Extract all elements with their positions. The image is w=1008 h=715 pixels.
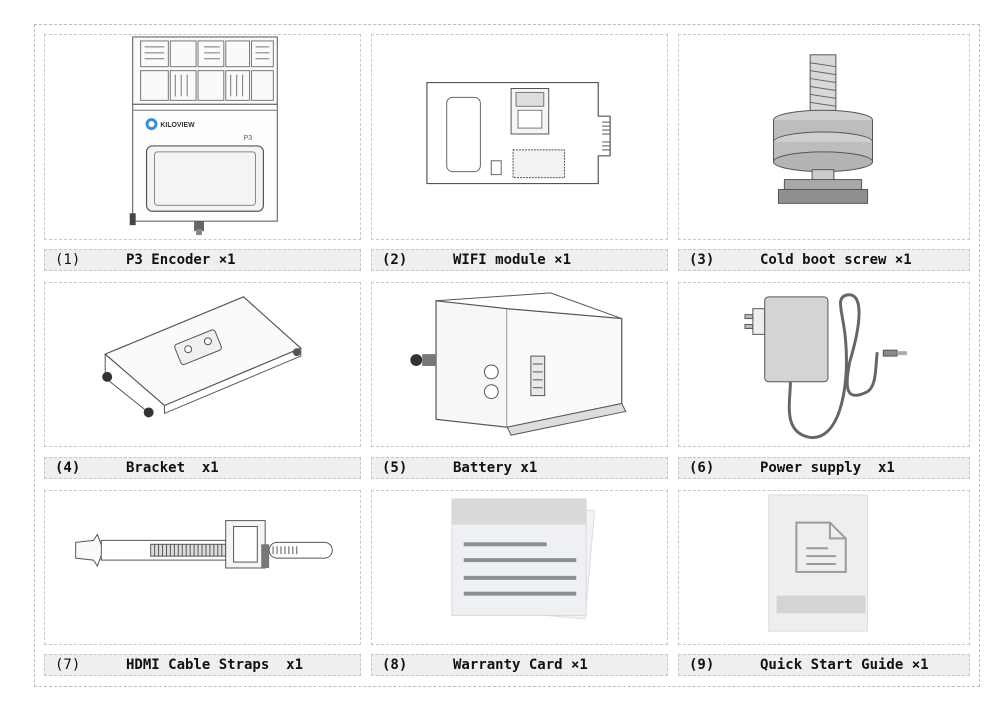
caption-power-supply: (6) Power supply x1 [678, 457, 970, 479]
hdmi-cable-straps-illustration [75, 520, 333, 569]
quick-start-guide-illustration [768, 494, 868, 632]
caption-bracket: (4) Bracket x1 [44, 457, 361, 479]
encoder-model-text: P3 [244, 135, 253, 142]
p3-encoder-illustration: KILOVIEW P3 [129, 36, 278, 236]
caption-label: Battery x1 [453, 460, 538, 476]
quick-start-guide-image [678, 490, 970, 645]
cold-boot-screw-illustration [772, 54, 874, 204]
cold-boot-screw-image [678, 34, 970, 240]
caption-number: (8) [382, 657, 408, 673]
packing-list-frame [34, 24, 980, 687]
caption-label: P3 Encoder ×1 [126, 252, 236, 268]
warranty-card-image [371, 490, 668, 645]
caption-label: Warranty Card ×1 [453, 657, 588, 673]
power-supply-image [678, 282, 970, 447]
caption-label: HDMI Cable Straps x1 [126, 657, 304, 673]
caption-label: Quick Start Guide ×1 [760, 657, 929, 673]
caption-wifi-module: (2) WIFI module ×1 [371, 249, 668, 271]
p3-encoder-image: KILOVIEW P3 [44, 34, 361, 240]
battery-illustration [410, 292, 627, 436]
caption-label: Bracket x1 [126, 460, 219, 476]
caption-number: (3) [689, 252, 715, 268]
caption-number: (2) [382, 252, 408, 268]
caption-number: (1) [55, 252, 81, 268]
caption-warranty-card: (8) Warranty Card ×1 [371, 654, 668, 676]
caption-number: (9) [689, 657, 715, 673]
document-icon [795, 521, 847, 573]
hdmi-cable-straps-image [44, 490, 361, 645]
wifi-module-illustration [426, 81, 611, 185]
caption-label: WIFI module ×1 [453, 252, 572, 268]
caption-hdmi-cable-straps: (7) HDMI Cable Straps x1 [44, 654, 361, 676]
warranty-card-illustration [451, 498, 596, 620]
caption-p3-encoder: (1) P3 Encoder ×1 [44, 249, 361, 271]
caption-number: (7) [55, 657, 81, 673]
bracket-illustration [102, 296, 302, 418]
caption-battery: (5) Battery x1 [371, 457, 668, 479]
battery-image [371, 282, 668, 447]
power-supply-illustration [744, 293, 907, 439]
caption-number: (4) [55, 460, 81, 476]
caption-quick-start-guide: (9) Quick Start Guide ×1 [678, 654, 970, 676]
caption-number: (6) [689, 460, 715, 476]
caption-cold-boot-screw: (3) Cold boot screw ×1 [678, 249, 970, 271]
encoder-brand-text: KILOVIEW [160, 122, 195, 129]
caption-label: Power supply x1 [760, 460, 895, 476]
caption-number: (5) [382, 460, 408, 476]
caption-label: Cold boot screw ×1 [760, 252, 912, 268]
wifi-module-image [371, 34, 668, 240]
bracket-image [44, 282, 361, 447]
